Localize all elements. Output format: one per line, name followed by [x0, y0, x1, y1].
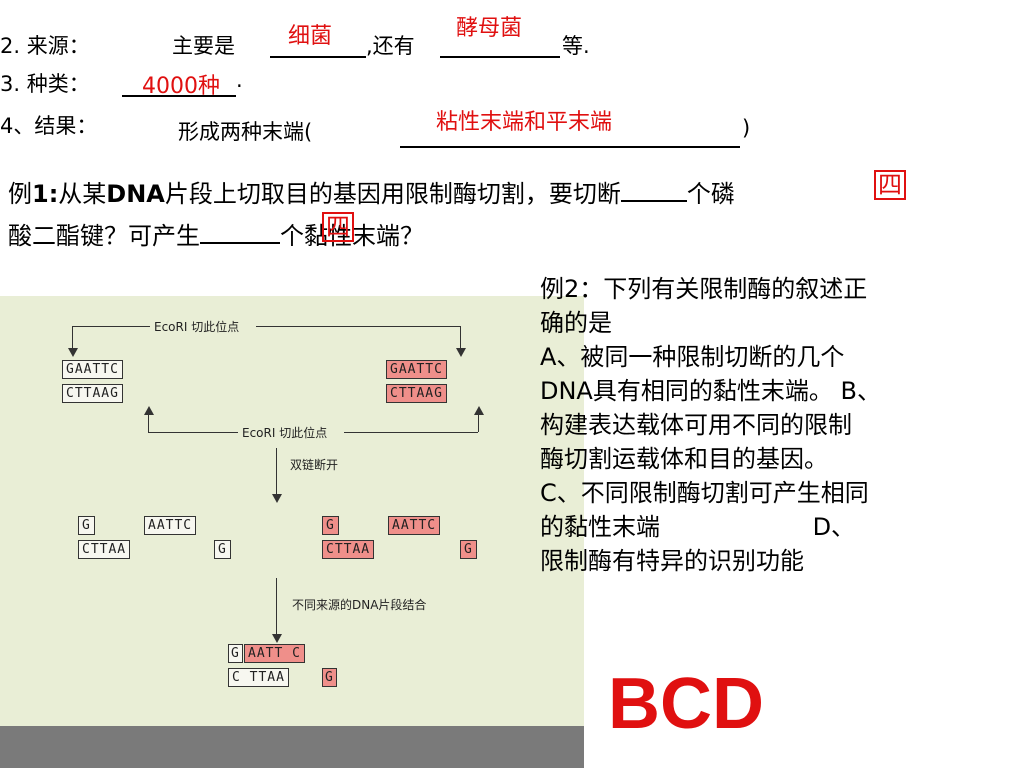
answer-types: 4000种 — [142, 74, 220, 99]
example1-text: 酸二酯键？可产生 — [8, 222, 200, 250]
dna-right-bottom: CTTAAG — [386, 384, 447, 403]
ecori-figure: EcoRI 切此位点 GAATTC CTTAAG GAATTC CTTAAG E… — [0, 296, 584, 768]
joined-fragment: G — [322, 668, 337, 687]
arrow-down-icon — [68, 348, 78, 357]
arrow-up-icon — [474, 406, 484, 415]
types-label: 3. 种类： — [0, 72, 90, 96]
dna-left-top: GAATTC — [62, 360, 123, 379]
step-join-label: 不同来源的DNA片段结合 — [292, 598, 427, 612]
fragment: G — [460, 540, 477, 559]
example1-text: 个磷 — [686, 180, 735, 208]
step-arrow-line — [276, 448, 277, 496]
connector-line — [72, 326, 73, 348]
result-tail: ) — [742, 116, 751, 140]
blank-underline — [200, 222, 280, 244]
connector-line — [256, 326, 460, 327]
arrow-down-icon — [456, 348, 466, 357]
joined-fragment: AATT C — [244, 644, 305, 663]
answer-bcd: BCD — [608, 664, 764, 744]
connector-line — [478, 408, 479, 432]
arrow-up-icon — [144, 406, 154, 415]
connector-line — [72, 326, 150, 327]
fragment: AATTC — [388, 516, 441, 535]
source-tail: 等. — [562, 34, 590, 58]
example2-line: 构建表达载体可用不同的限制 — [540, 411, 852, 439]
fragment: AATTC — [144, 516, 197, 535]
source-lead: 主要是 — [172, 34, 235, 58]
example1-text: 从某 — [58, 180, 107, 208]
step-arrow-line — [276, 578, 277, 636]
fragment: G — [78, 516, 95, 535]
example1-prefix: 例 — [8, 180, 32, 208]
step-cut-label: 双链断开 — [290, 458, 339, 472]
source-mid: ,还有 — [366, 34, 415, 58]
example1-text: 片段上切取目的基因用限制酶切割，要切断 — [164, 180, 621, 208]
example1-number: 1: — [32, 180, 59, 208]
answer-bacteria: 细菌 — [288, 24, 333, 49]
fragment: G — [214, 540, 231, 559]
connector-line — [148, 408, 149, 432]
result-label: 4、结果： — [0, 114, 98, 138]
types-tail: . — [236, 68, 243, 92]
ecori-label-bottom: EcoRI 切此位点 — [242, 426, 328, 440]
connector-line — [148, 432, 238, 433]
example2-line: 的黏性末端 D、 — [540, 513, 856, 541]
arrow-down-icon — [272, 634, 282, 643]
joined-fragment: G — [228, 644, 243, 663]
blank-underline — [122, 95, 236, 97]
example2-line: 限制酶有特异的识别功能 — [540, 547, 804, 575]
blank-underline — [440, 56, 560, 58]
joined-fragment: C TTAA — [228, 668, 289, 687]
connector-line — [460, 326, 461, 348]
answer-box-1: 四 — [874, 170, 906, 200]
answer-yeast: 酵母菌 — [456, 16, 523, 41]
example-2: 例2：下列有关限制酶的叙述正 确的是 A、被同一种限制切断的几个 DNA具有相同… — [540, 272, 1020, 578]
arrow-down-icon — [272, 494, 282, 503]
example2-line: 确的是 — [540, 309, 612, 337]
answer-box-2: 四 — [322, 212, 354, 242]
example2-line: C、不同限制酶切割可产生相同 — [540, 479, 869, 507]
blank-underline — [400, 146, 740, 148]
example1-line2: 酸二酯键？可产生个黏性末端？ — [8, 216, 424, 251]
fragment: CTTAA — [78, 540, 131, 559]
ecori-label-top: EcoRI 切此位点 — [154, 320, 240, 334]
source-label: 2. 来源： — [0, 34, 90, 58]
fragment: G — [322, 516, 339, 535]
example2-line: 酶切割运载体和目的基因。 — [540, 445, 828, 473]
example2-line: DNA具有相同的黏性末端。 B、 — [540, 377, 881, 405]
figure-bottom-bar — [0, 726, 584, 768]
result-lead: 形成两种末端( — [178, 120, 313, 144]
example1-line1: 例1:从某DNA片段上切取目的基因用限制酶切割，要切断 个磷 — [8, 174, 735, 209]
example2-line: A、被同一种限制切断的几个 — [540, 343, 845, 371]
connector-line — [344, 432, 478, 433]
dna-left-bottom: CTTAAG — [62, 384, 123, 403]
blank-underline — [270, 56, 366, 58]
fragment: CTTAA — [322, 540, 375, 559]
dna-right-top: GAATTC — [386, 360, 447, 379]
answer-ends: 粘性末端和平末端 — [436, 110, 613, 135]
blank-underline — [620, 180, 687, 202]
example2-line: 例2：下列有关限制酶的叙述正 — [540, 275, 868, 303]
example1-dna: DNA — [106, 180, 165, 208]
